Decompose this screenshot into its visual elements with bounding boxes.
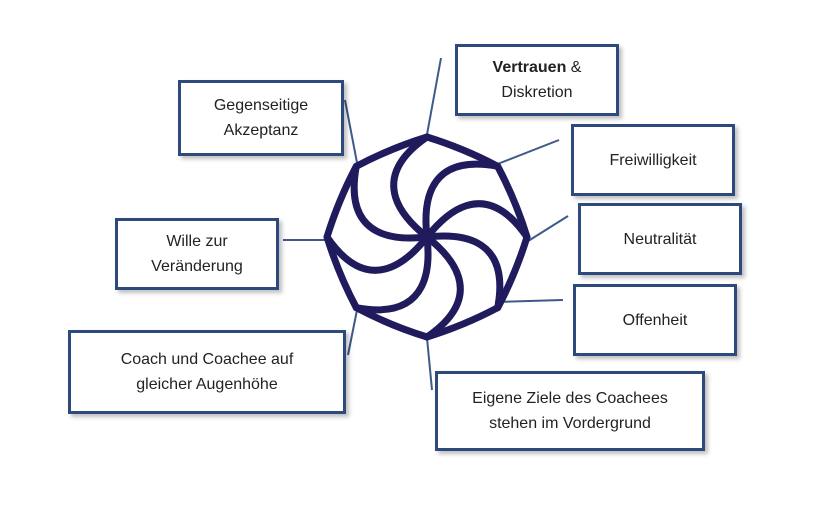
connector-ziele: [426, 337, 433, 391]
flower-spoke: [423, 200, 531, 241]
augenhoehe-line2: gleicher Augenhöhe: [136, 376, 278, 393]
offenheit-line1: Offenheit: [622, 311, 688, 329]
flower-spoke: [323, 233, 431, 274]
vertrauen-amp: &: [566, 59, 582, 76]
freiwilligkeit-line1: Freiwilligkeit: [609, 151, 697, 169]
flower-spoke: [423, 232, 504, 312]
vertrauen-line1: Vertrauen &: [493, 55, 582, 80]
box-augenhoehe: Coach und Coachee auf gleicher Augenhöhe: [68, 330, 346, 414]
flower-spoke: [350, 162, 431, 242]
connector-lines: [283, 57, 569, 391]
box-vertrauen: Vertrauen & Diskretion: [455, 44, 619, 116]
vertrauen-line2: Diskretion: [501, 84, 573, 101]
box-akzeptanz: Gegenseitige Akzeptanz: [178, 80, 344, 156]
ziele-line2: stehen im Vordergrund: [489, 415, 651, 432]
wille-line1: Wille zur: [166, 233, 228, 250]
ziele-line1: Eigene Ziele des Coachees: [472, 390, 668, 407]
box-ziele: Eigene Ziele des Coachees stehen im Vord…: [435, 371, 705, 451]
connector-akzeptanz: [344, 99, 359, 169]
connector-freiwilligkeit: [494, 139, 560, 166]
connector-offenheit: [494, 299, 564, 303]
flower-spoke: [422, 160, 502, 241]
box-neutralitaet: Neutralität: [578, 203, 742, 275]
connector-neutralitaet: [524, 215, 569, 244]
flower-spoke: [352, 233, 432, 314]
akzeptanz-line2: Akzeptanz: [223, 122, 299, 139]
box-wille: Wille zur Veränderung: [115, 218, 279, 290]
flower-spoke: [423, 233, 464, 341]
box-offenheit: Offenheit: [573, 284, 737, 356]
flower-shape: [323, 133, 531, 341]
neutralitaet-line1: Neutralität: [623, 230, 697, 248]
vertrauen-bold: Vertrauen: [492, 59, 567, 76]
akzeptanz-line1: Gegenseitige: [213, 97, 309, 114]
connector-vertrauen: [425, 57, 442, 141]
augenhoehe-line1: Coach und Coachee auf: [120, 351, 294, 368]
box-freiwilligkeit: Freiwilligkeit: [571, 124, 735, 196]
flower-spoke: [390, 133, 431, 241]
connector-augenhoehe: [347, 304, 359, 356]
wille-line2: Veränderung: [151, 258, 243, 275]
